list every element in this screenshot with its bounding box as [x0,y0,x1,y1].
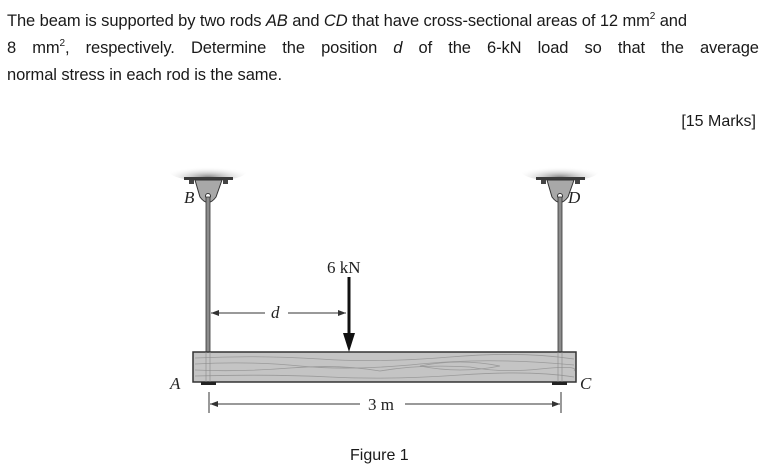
label-d: d [271,303,280,322]
beam [192,351,577,385]
problem-statement: The beam is supported by two rods AB and… [7,8,759,89]
label-B: B [184,188,195,207]
label-load: 6 kN [327,258,361,277]
label-span: 3 m [368,395,394,414]
support-D [522,163,598,203]
problem-line-3: normal stress in each rod is the same. [7,66,282,84]
problem-line-1: The beam is supported by two rods AB and… [7,11,687,31]
label-D: D [567,188,581,207]
load-arrow [343,277,355,352]
problem-line-2: 8 mm2, respectively. Determine the posit… [7,38,759,58]
figure-caption: Figure 1 [350,447,409,464]
support-B [170,163,246,203]
dimension-span [208,392,562,413]
rod-AB [205,196,211,354]
label-A: A [169,374,181,393]
label-C: C [580,374,592,393]
marks-label: [15 Marks] [681,113,756,130]
rod-CD [557,196,563,354]
